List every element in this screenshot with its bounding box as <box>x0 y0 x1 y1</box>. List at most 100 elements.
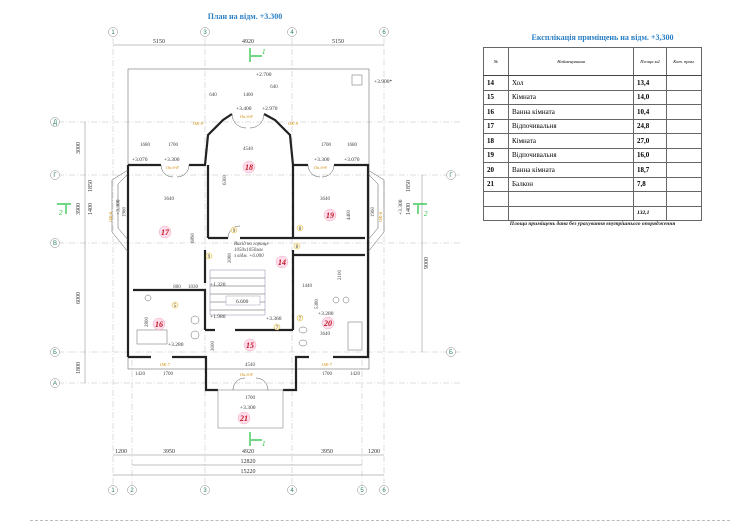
dimension: 15220 <box>241 469 256 475</box>
room-numbers: 14 15 16 17 18 19 20 21 <box>152 160 337 425</box>
axis-label: В <box>53 241 57 247</box>
dimension: 2080 <box>228 253 233 264</box>
dimension: 800 <box>173 285 181 290</box>
dimension: 1960 <box>371 207 376 218</box>
header-category: Кат. прим. <box>666 47 702 76</box>
dimension: 3640 <box>320 332 331 337</box>
door-mark: 8 <box>296 245 299 250</box>
axis-label: 6 <box>382 488 386 494</box>
room-number: 19 <box>326 211 334 220</box>
cell-category <box>666 133 702 149</box>
sheet-border <box>30 520 730 521</box>
dimension: 3950 <box>321 449 333 455</box>
window-mark: ОК-9 <box>288 121 299 126</box>
bathtub-icon <box>347 321 363 351</box>
note-line: з відм. +6.000 <box>233 254 264 259</box>
toilet-icon <box>298 326 308 334</box>
axis-markers: 1 3 4 6 1 2 3 4 5 6 Д Г В Б А Г Б <box>50 27 456 495</box>
level-mark: +3.300 <box>164 157 180 163</box>
dimension: 1680 <box>140 143 151 148</box>
cell-category <box>666 162 702 178</box>
explication-title: Експлікація приміщень на відм. +3,300 <box>531 33 674 42</box>
level-mark: +1.320 <box>210 282 226 288</box>
dimension: 6000 <box>76 292 82 304</box>
bidet-icon <box>298 339 308 347</box>
cell-area: 10,4 <box>633 104 667 120</box>
dimension: 1850 <box>406 180 412 192</box>
window-mark: ОК-9 <box>193 121 204 126</box>
level-mark: +3.300 <box>314 157 330 163</box>
dimension: 1420 <box>350 372 361 377</box>
room-number: 20 <box>323 319 332 328</box>
cell-name: Хол <box>508 75 634 91</box>
toilet-icon <box>144 294 152 302</box>
window-mark: ОК-7 <box>160 362 171 367</box>
window-mark: ОК-6 <box>378 211 383 222</box>
axis-label: 1 <box>111 488 115 494</box>
total-area: 132,1 <box>633 205 667 221</box>
level-mark: +3.300 <box>398 199 404 215</box>
axis-label: 3 <box>203 488 207 494</box>
door-mark: 8 <box>299 227 302 232</box>
dimension: 1200 <box>115 449 127 455</box>
room-number: 21 <box>239 414 248 423</box>
dimension: 4920 <box>242 39 254 45</box>
dimension: 1400 <box>243 93 254 98</box>
table-row-empty <box>483 191 702 207</box>
level-mark: +2.970 <box>262 106 278 112</box>
dimension: 1960 <box>123 207 128 218</box>
cell-area: 16,0 <box>633 147 667 163</box>
door-mark: 7 <box>299 317 302 322</box>
section-label: 1 <box>262 48 266 56</box>
window-mark: Ок.б-8 <box>240 114 253 119</box>
dimension: 5150 <box>153 39 165 45</box>
cell-name: Відпочивальня <box>508 118 634 134</box>
dimension: 640 <box>209 93 217 98</box>
dimension: 2800 <box>145 317 150 328</box>
cell-num: 18 <box>483 133 509 149</box>
level-mark: +1.980 <box>210 314 226 320</box>
sink-icon <box>190 330 200 340</box>
window-marks: ОК-9 ОК-9 Ок.б-8 Ок.б-8 Ок.б-8 ОК-6 ОК-6… <box>108 114 383 377</box>
dimension: 640 <box>270 85 278 90</box>
level-mark: +3.300 <box>116 199 122 215</box>
axis-label: Г <box>53 173 57 179</box>
level-mark: +3.360 <box>266 316 282 322</box>
axis-label: 4 <box>290 30 294 36</box>
window-mark: Ок.б-8 <box>240 372 253 377</box>
dimension: 3640 <box>320 197 331 202</box>
table-total-row: 132,1 <box>483 205 702 221</box>
staircase <box>209 269 266 316</box>
grid-lines <box>58 38 460 495</box>
cell-name: Ванна кімната <box>508 104 634 120</box>
axis-label: 2 <box>130 488 134 494</box>
level-mark: +3.900* <box>374 79 392 85</box>
dimension: 4540 <box>245 363 256 368</box>
dimension: 12820 <box>241 459 256 465</box>
doors: 9 9 8 8 7 7 5 <box>160 113 335 391</box>
axis-label: 4 <box>290 488 294 494</box>
cell-area: 14,0 <box>633 89 667 105</box>
window-mark: Ок.б-8 <box>166 165 179 170</box>
cell-category <box>666 118 702 134</box>
cell-num: 21 <box>483 176 509 192</box>
section-label: 2 <box>59 209 63 217</box>
dimension: 6300 <box>223 175 228 186</box>
cell-name: Ванна кімната <box>508 162 634 178</box>
dimension: 3000 <box>211 341 216 352</box>
level-mark: +2.700 <box>256 72 272 78</box>
sink-icon <box>190 315 200 325</box>
cell-category <box>666 89 702 105</box>
dimension: 3640 <box>164 197 175 202</box>
level-mark: +3.280 <box>318 311 334 317</box>
explication-note: Площа приміщень дана без урахування внут… <box>509 221 676 227</box>
attic-exit-note: Вихід на горище 1050x1050мм з відм. +6.0… <box>233 242 270 259</box>
note-line: Вихід на горище <box>234 242 270 247</box>
cell-num: 20 <box>483 162 509 178</box>
sink-icon <box>332 296 340 304</box>
dimension: 1680 <box>347 143 358 148</box>
